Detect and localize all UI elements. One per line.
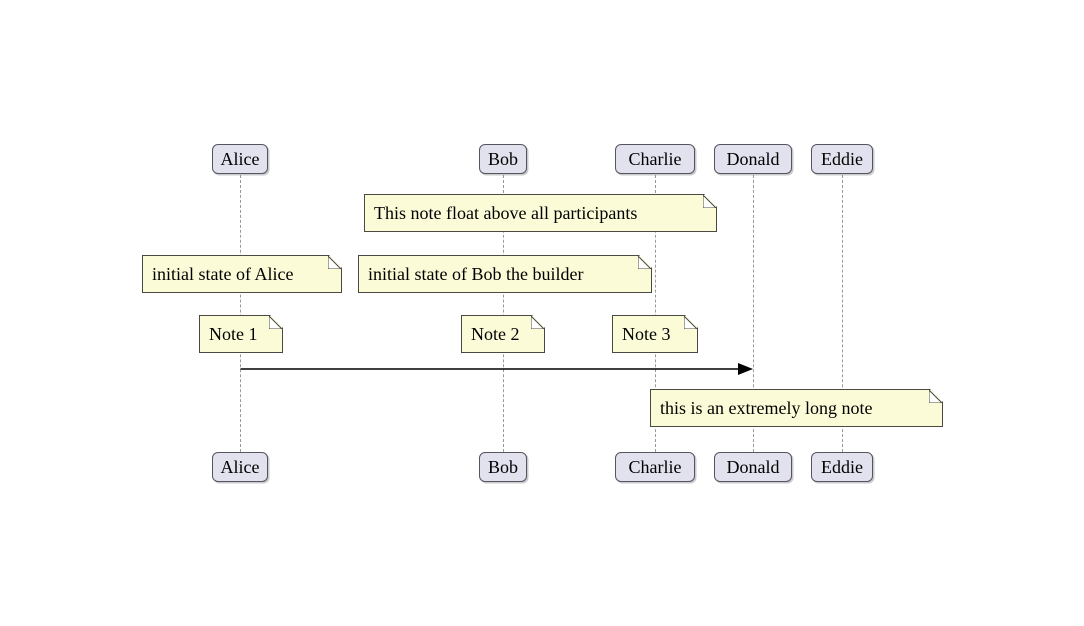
note-text: initial state of Alice — [152, 264, 294, 284]
note-3[interactable]: Note 3 — [612, 315, 698, 353]
participant-top-donald[interactable]: Donald — [714, 144, 792, 174]
note-text: this is an extremely long note — [660, 398, 873, 418]
note-text: Note 2 — [471, 324, 520, 344]
participant-top-bob[interactable]: Bob — [479, 144, 527, 174]
note-fold-corner-icon — [703, 195, 716, 208]
participant-label: Eddie — [821, 457, 863, 477]
note-over-all-participants[interactable]: This note float above all participants — [364, 194, 717, 232]
note-1[interactable]: Note 1 — [199, 315, 283, 353]
participant-label: Alice — [220, 149, 260, 169]
participant-bottom-eddie[interactable]: Eddie — [811, 452, 873, 482]
note-text: initial state of Bob the builder — [368, 264, 584, 284]
note-initial-state-bob[interactable]: initial state of Bob the builder — [358, 255, 652, 293]
participant-label: Charlie — [628, 149, 682, 169]
message-arrow-alice-to-donald[interactable] — [240, 360, 755, 378]
participant-label: Bob — [487, 457, 518, 477]
participant-label: Donald — [726, 457, 780, 477]
lifeline-alice — [240, 175, 241, 452]
note-extremely-long[interactable]: this is an extremely long note — [650, 389, 943, 427]
note-fold-corner-icon — [638, 256, 651, 269]
participant-bottom-alice[interactable]: Alice — [212, 452, 268, 482]
note-2[interactable]: Note 2 — [461, 315, 545, 353]
note-fold-corner-icon — [531, 316, 544, 329]
participant-top-eddie[interactable]: Eddie — [811, 144, 873, 174]
participant-bottom-charlie[interactable]: Charlie — [615, 452, 695, 482]
participant-top-alice[interactable]: Alice — [212, 144, 268, 174]
note-text: Note 1 — [209, 324, 258, 344]
participant-bottom-donald[interactable]: Donald — [714, 452, 792, 482]
participant-label: Donald — [726, 149, 780, 169]
note-initial-state-alice[interactable]: initial state of Alice — [142, 255, 342, 293]
note-fold-corner-icon — [929, 390, 942, 403]
participant-label: Eddie — [821, 149, 863, 169]
participant-label: Charlie — [628, 457, 682, 477]
note-text: Note 3 — [622, 324, 671, 344]
note-fold-corner-icon — [328, 256, 341, 269]
participant-top-charlie[interactable]: Charlie — [615, 144, 695, 174]
participant-bottom-bob[interactable]: Bob — [479, 452, 527, 482]
participant-label: Bob — [487, 149, 518, 169]
note-text: This note float above all participants — [374, 203, 638, 223]
note-fold-corner-icon — [269, 316, 282, 329]
participant-label: Alice — [220, 457, 260, 477]
note-fold-corner-icon — [684, 316, 697, 329]
